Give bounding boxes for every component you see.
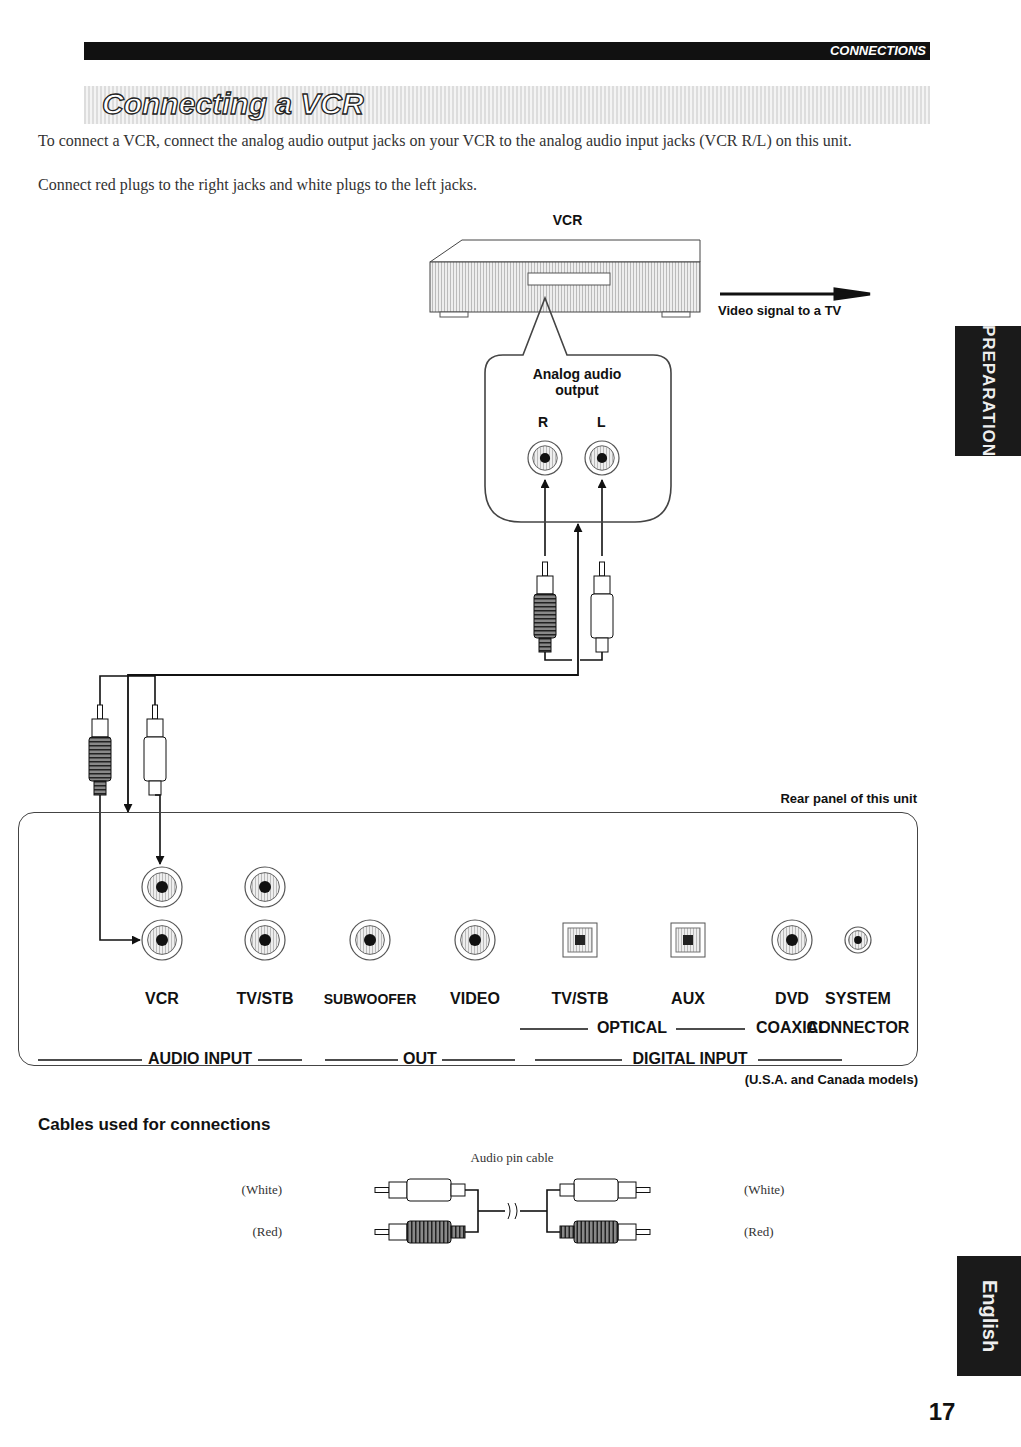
label-text: (U.S.A. and Canada models) <box>745 1072 918 1087</box>
label-text: AUDIO INPUT <box>148 1050 252 1068</box>
cable <box>547 1190 560 1232</box>
label-text: VIDEO <box>450 990 500 1008</box>
panel-jacks <box>38 867 871 1060</box>
header-band: CONNECTIONS <box>84 42 930 60</box>
cable <box>478 1210 505 1212</box>
label-text: TV/STB <box>237 990 294 1008</box>
label-text: To connect a VCR, connect the analog aud… <box>38 130 933 152</box>
node-text: Analog audio output <box>512 366 642 398</box>
cable <box>580 652 602 660</box>
rca-jack <box>455 920 495 960</box>
rca-plug <box>560 1179 650 1201</box>
label-text: 17 <box>929 1398 956 1426</box>
label-text: TV/STB <box>552 990 609 1008</box>
rca-plug <box>375 1179 465 1201</box>
side-tab: PREPARATION <box>955 326 1021 456</box>
label-text: (Red) <box>252 1224 282 1240</box>
cable <box>465 1190 478 1232</box>
side-tab: English <box>957 1256 1021 1376</box>
vcr-device: VCR <box>430 212 705 320</box>
label-text: VCR <box>145 990 179 1008</box>
plug-arrow <box>100 795 140 940</box>
label-text: (Red) <box>744 1224 774 1240</box>
node-text: R <box>538 414 548 430</box>
audio-cable <box>128 524 578 812</box>
rca-plug <box>534 562 556 652</box>
node-text: L <box>597 414 606 430</box>
rca-jack <box>142 920 182 960</box>
rca-jack <box>245 920 285 960</box>
label-text: SUBWOOFER <box>324 991 417 1007</box>
plug-arrow <box>155 795 160 864</box>
node-text: Rear panel of this unit <box>780 791 917 806</box>
plug-arrow <box>544 480 546 556</box>
label-text: Audio pin cable <box>470 1150 553 1166</box>
bubble-outline <box>483 296 673 524</box>
audio-pin-cable <box>375 1179 650 1243</box>
rca-jack <box>142 867 182 907</box>
rca-plug <box>89 705 111 795</box>
rca-jack <box>585 441 619 475</box>
node-text: CONNECTIONS <box>830 43 926 58</box>
node-text: Connecting a VCR <box>102 86 364 122</box>
label-text: DVD <box>775 990 809 1008</box>
rca-plug <box>144 705 166 795</box>
node-text: VCR <box>430 212 705 228</box>
label-text: Connect red plugs to the right jacks and… <box>38 176 477 194</box>
label-text: OUT <box>403 1050 437 1068</box>
vcr-illustration <box>430 240 700 317</box>
cable <box>545 652 572 660</box>
label-text: (White) <box>242 1182 282 1198</box>
label-text: Cables used for connections <box>38 1115 270 1135</box>
label-text: SYSTEM <box>825 990 891 1008</box>
cable <box>100 676 128 705</box>
plug-arrow <box>601 480 603 556</box>
label-text: AUX <box>671 990 705 1008</box>
rca-jack <box>245 867 285 907</box>
rca-jack <box>772 920 812 960</box>
node-text: English <box>978 1280 1001 1352</box>
video-arrow <box>720 289 870 299</box>
cable <box>520 1210 547 1212</box>
label-text: OPTICAL <box>597 1019 667 1037</box>
callout-bubble: Analog audio outputR L <box>483 296 673 524</box>
label-text: CONNECTOR <box>807 1019 910 1037</box>
rca-jack <box>845 927 871 953</box>
label-text: (White) <box>744 1182 784 1198</box>
rca-jack <box>350 920 390 960</box>
title-band: Connecting a VCR <box>84 86 930 124</box>
rca-plug <box>375 1221 465 1243</box>
rca-plug <box>591 562 613 652</box>
label-text: Video signal to a TV <box>718 303 841 318</box>
rca-jack <box>528 441 562 475</box>
cable <box>128 676 155 705</box>
label-text: DIGITAL INPUT <box>633 1050 748 1068</box>
node-text: PREPARATION <box>978 325 998 457</box>
rca-plug <box>560 1221 650 1243</box>
